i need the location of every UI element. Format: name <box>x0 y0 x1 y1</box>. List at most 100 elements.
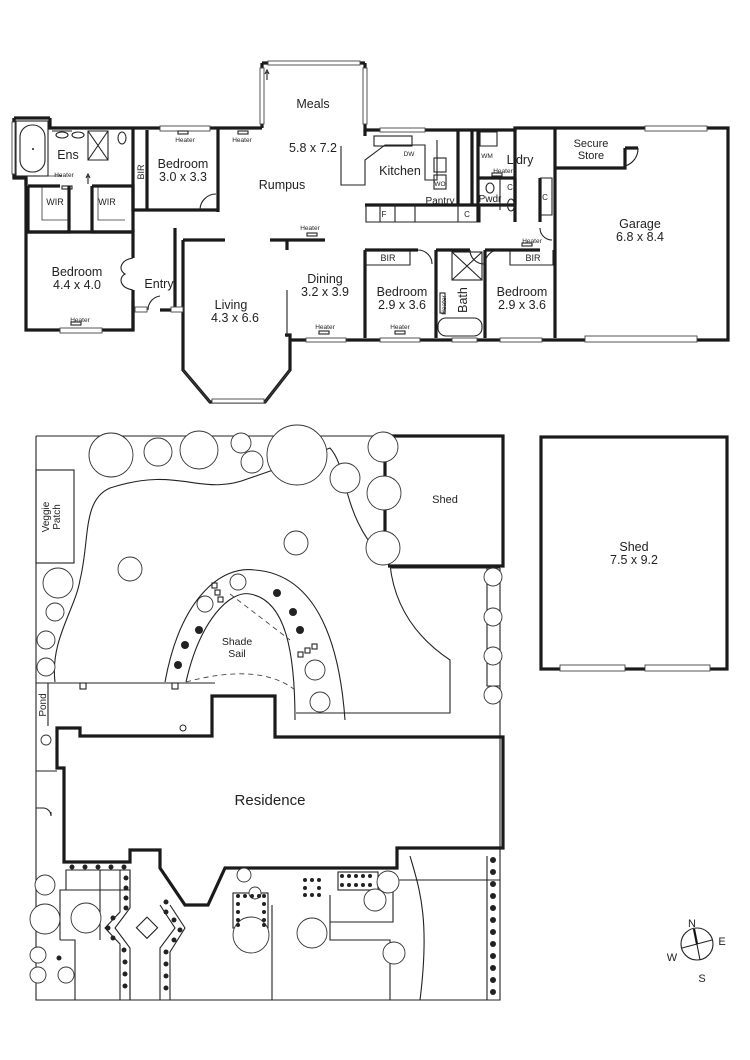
tree-icon <box>29 903 61 935</box>
tree-icon <box>57 966 75 984</box>
tree-icon <box>143 437 173 467</box>
label-bedroom-2-size: 3.0 x 3.3 <box>159 170 207 184</box>
label-pantry: Pantry <box>426 196 455 207</box>
compass-n: N <box>688 918 696 930</box>
label-bedroom-4: Bedroom <box>497 285 548 299</box>
tree-icon <box>363 888 387 912</box>
tree-icon <box>304 659 326 681</box>
label-entry: Entry <box>144 277 174 291</box>
tree-icon <box>382 941 406 965</box>
label-wo: WO <box>434 181 445 188</box>
label-dining: Dining <box>307 272 342 286</box>
tree-icon <box>230 432 252 454</box>
label-bedroom-4-size: 2.9 x 3.6 <box>498 298 546 312</box>
label-veggie-1: Veggie <box>41 501 52 532</box>
label-shed-large: Shed <box>619 540 648 554</box>
label-bedroom-3-size: 2.9 x 3.6 <box>378 298 426 312</box>
label-pond: Pond <box>38 693 49 716</box>
tree-icon <box>483 646 503 666</box>
label-bir-vertical: BIR <box>136 164 146 180</box>
site-plan <box>35 434 729 1001</box>
tree-icon <box>232 916 270 954</box>
label-kitchen: Kitchen <box>379 164 421 178</box>
tree-icon <box>367 431 399 463</box>
label-laundry: L'dry <box>507 153 534 167</box>
label-bath: Bath <box>456 287 470 313</box>
tree-icon <box>42 567 74 599</box>
label-living: Living <box>215 298 248 312</box>
tree-icon <box>365 530 401 566</box>
label-heater: Heater <box>390 324 410 331</box>
label-bedroom-3: Bedroom <box>377 285 428 299</box>
label-fridge: F <box>382 210 387 219</box>
compass-w: W <box>667 952 678 964</box>
label-meals-size: 5.8 x 7.2 <box>289 141 337 155</box>
label-cupboard: C <box>464 210 470 219</box>
label-garage-size: 6.8 x 8.4 <box>616 230 664 244</box>
label-cupboard: C <box>542 193 548 202</box>
tree-icon <box>40 734 52 746</box>
tree-icon <box>36 630 56 650</box>
room-labels: Ens WIR WIR Bedroom 4.4 x 4.0 Bedroom 3.… <box>46 97 664 325</box>
shrub-rows <box>56 589 496 995</box>
trees <box>29 424 503 984</box>
label-heater: Heater <box>175 137 195 144</box>
label-secure-store-2: Store <box>578 150 604 162</box>
tree-icon <box>29 946 47 964</box>
compass-s: S <box>698 973 705 985</box>
site-labels: Veggie Patch Shed Shed 7.5 x 9.2 Shade S… <box>38 494 658 809</box>
label-veggie-2: Patch <box>52 504 63 530</box>
tree-icon <box>283 530 309 556</box>
label-secure-store-1: Secure <box>574 138 609 150</box>
tree-icon <box>483 567 503 587</box>
label-shade-1: Shade <box>222 636 253 648</box>
label-heater: Heater <box>441 294 448 314</box>
tree-icon <box>196 595 214 613</box>
label-master-bedroom-size: 4.4 x 4.0 <box>53 278 101 292</box>
label-heater: Heater <box>54 172 74 179</box>
tree-icon <box>240 450 264 474</box>
tree-icon <box>36 657 56 677</box>
label-heater: Heater <box>70 317 90 324</box>
label-wir-right: WIR <box>98 197 116 207</box>
label-bedroom-2: Bedroom <box>158 157 209 171</box>
house-floor-plan <box>11 60 730 404</box>
label-heater: Heater <box>300 225 320 232</box>
label-heater: Heater <box>315 324 335 331</box>
tree-icon <box>117 556 143 582</box>
label-wm: WM <box>481 153 493 160</box>
label-shade-2: Sail <box>228 648 246 660</box>
tree-icon <box>376 870 400 894</box>
tree-icon <box>296 917 328 949</box>
label-meals: Meals <box>296 97 329 111</box>
label-bir-3: BIR <box>380 253 396 263</box>
label-wir-left: WIR <box>46 197 64 207</box>
tree-icon <box>329 462 361 494</box>
tree-icon <box>483 685 503 705</box>
tree-icon <box>309 691 331 713</box>
tree-icon <box>366 475 402 511</box>
tree-icon <box>70 902 102 934</box>
tree-icon <box>29 966 47 984</box>
tree-icon <box>179 430 219 470</box>
label-powder: Pwdr <box>479 194 502 205</box>
label-shed-large-size: 7.5 x 9.2 <box>610 553 658 567</box>
label-heater: Heater <box>232 137 252 144</box>
tree-icon <box>483 607 503 627</box>
tree-icon <box>45 602 65 622</box>
label-dining-size: 3.2 x 3.9 <box>301 285 349 299</box>
label-bir-4: BIR <box>525 253 541 263</box>
tree-icon <box>88 432 134 478</box>
tree-icon <box>266 424 328 486</box>
compass-icon: N E S W <box>667 918 726 985</box>
label-living-size: 4.3 x 6.6 <box>211 311 259 325</box>
label-ensuite: Ens <box>57 148 79 162</box>
tree-icon <box>34 874 56 896</box>
label-dw: DW <box>404 151 416 158</box>
label-residence: Residence <box>235 792 306 809</box>
tree-icon <box>236 867 252 883</box>
tree-icon <box>229 573 247 591</box>
label-cupboard: C <box>507 183 513 192</box>
fixture-labels: Heater Heater Heater Heater Heater Heate… <box>54 137 548 331</box>
